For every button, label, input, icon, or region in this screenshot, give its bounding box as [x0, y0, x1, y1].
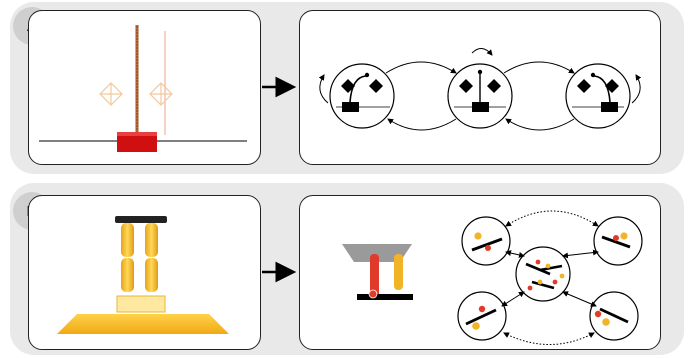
cart: [117, 132, 157, 152]
hand-scene: [57, 216, 229, 334]
edge-left-to-center: [385, 61, 457, 74]
self-loop-center: [471, 48, 493, 56]
hand-graph: [342, 210, 643, 345]
edge-center-bottom-left: [501, 291, 525, 307]
edge-center-top-right: [562, 249, 599, 259]
edge-center-to-left: [387, 118, 457, 131]
cartpole-scene: [39, 25, 247, 152]
state-node-right: [565, 63, 631, 129]
hand-state-top-left: [461, 216, 511, 266]
self-loop-left: [318, 74, 329, 104]
hand-mount: [115, 216, 167, 223]
finger-left: [121, 223, 134, 292]
edge-center-to-right: [503, 61, 575, 74]
edge-center-bottom-right: [562, 291, 597, 307]
cart-highlight: [117, 132, 157, 136]
hand-state-top-right: [593, 216, 643, 266]
base-plate: [57, 314, 229, 334]
hand-state-bottom-left: [457, 291, 507, 341]
cartpole-graph: [318, 48, 642, 131]
panel-a-state-diagram: [299, 10, 661, 165]
panel-b-state-diagram: [299, 195, 661, 350]
hand-schematic: [342, 244, 413, 300]
panel-b-simulation: [28, 195, 261, 350]
target-marker-left: [99, 82, 123, 106]
state-node-center: [447, 63, 513, 129]
panel-a-simulation: [28, 10, 261, 165]
self-loop-right: [631, 74, 642, 104]
finger-right: [145, 223, 158, 292]
edge-right-to-center: [505, 118, 575, 131]
valve-object: [116, 295, 166, 313]
hand-state-center: [515, 246, 571, 302]
state-node-left: [329, 63, 395, 129]
target-marker-right: [149, 82, 173, 106]
edge-top-dotted: [505, 210, 599, 227]
edge-bottom-dotted: [503, 332, 595, 345]
hand-state-bottom-right: [589, 291, 639, 341]
edge-center-top-left: [505, 250, 525, 258]
